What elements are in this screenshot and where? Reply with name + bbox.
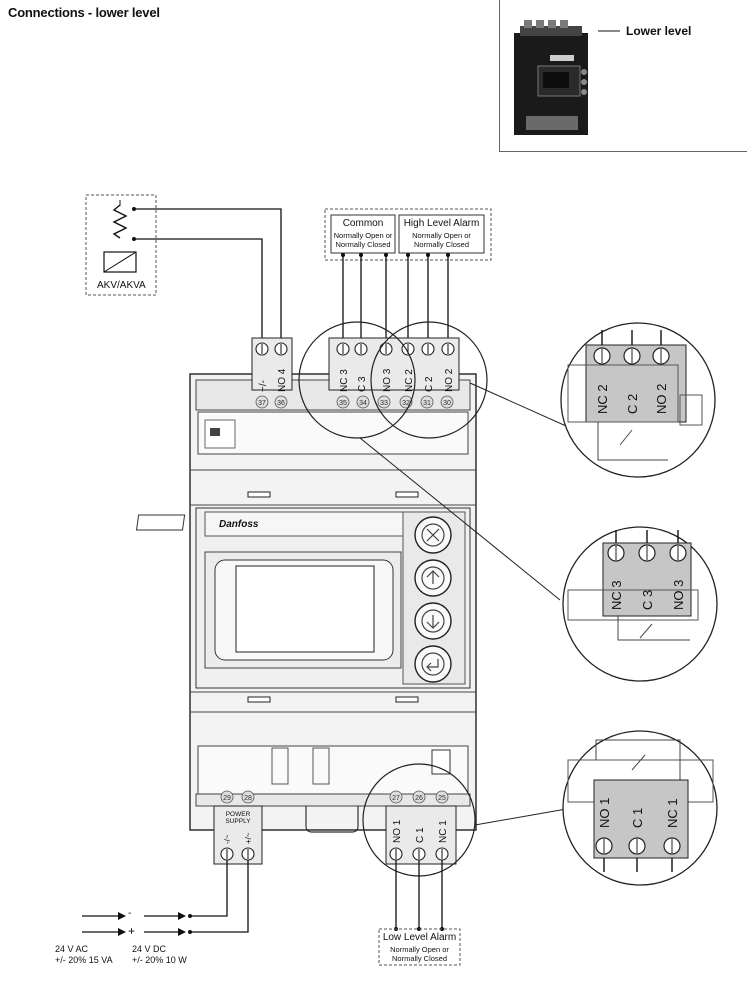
label-terminals_bottom-relay_numbers-1: 26 [415, 795, 423, 802]
label-terminals_top-numbers-5: 32 [402, 400, 410, 407]
low-alarm-line1: Normally Open or [390, 945, 449, 954]
supply-ac-line2: +/- 20% 15 VA [55, 955, 113, 965]
terminal-block-35-30 [328, 337, 460, 391]
photo-label: Lower level [626, 24, 692, 38]
label-terminals_top-numbers-2: 35 [339, 400, 347, 407]
label-terminals_top-labels-2: NC 3 [339, 369, 350, 392]
label-terminals_top-labels-3: C 3 [357, 376, 368, 392]
label-terminals_bottom-power_numbers-1: 28 [244, 795, 252, 802]
brand-logo [135, 514, 186, 531]
label-terminals_bottom-relay_labels-0: NO 1 [392, 819, 403, 843]
label-terminals_top-labels-4: NO 3 [382, 368, 393, 392]
supply-plus: + [128, 924, 136, 938]
supply-minus: - [128, 908, 132, 919]
label-zoom-nc3-0: NC 3 [609, 580, 624, 610]
label-terminals_bottom-relay_numbers-2: 25 [438, 795, 446, 802]
label-terminals_top-numbers-3: 34 [359, 400, 367, 407]
label-zoom-nc2-0: NC 2 [595, 384, 610, 414]
label-terminals_top-labels-6: C 2 [424, 376, 435, 392]
label-terminals_bottom-power_label_2: SUPPLY [225, 818, 251, 825]
label-zoom-no1-0: NO 1 [597, 798, 612, 828]
common-line2: Normally Closed [335, 240, 391, 249]
label-terminals_bottom-power_pins-1: +/~ [244, 832, 253, 844]
label-zoom-no1-2: NC 1 [665, 798, 680, 828]
low-alarm-group [378, 928, 461, 966]
label-terminals_bottom-relay_labels-1: C 1 [415, 827, 426, 843]
supply-dc-line1: 24 V DC [132, 944, 167, 954]
label-zoom-nc2-2: NO 2 [654, 384, 669, 414]
coil-icon [103, 251, 137, 273]
high-alarm-title: High Level Alarm [403, 218, 480, 229]
supply-dc-line2: +/- 20% 10 W [132, 955, 187, 965]
photo-inset [499, 0, 747, 152]
label-terminals_bottom-power_label_1: POWER [226, 811, 251, 818]
label-brand: Danfoss [219, 519, 259, 530]
label-terminals_top-labels-1: NO 4 [277, 368, 288, 392]
common-title: Common [342, 218, 384, 229]
enter-button [414, 645, 452, 683]
label-zoom-no1-1: C 1 [630, 808, 645, 828]
low-alarm-line2: Normally Closed [391, 954, 448, 963]
supply-ac-line1: 24 V AC [55, 944, 89, 954]
common-line1: Normally Open or [333, 231, 393, 240]
high-alarm-line2: Normally Closed [413, 240, 470, 249]
label-terminals_top-numbers-1: 36 [277, 400, 285, 407]
valve-label: AKV/AKVA [97, 280, 146, 291]
low-alarm-title: Low Level Alarm [382, 932, 457, 943]
label-terminals_top-labels-7: NO 2 [444, 368, 455, 392]
label-zoom-nc3-1: C 3 [640, 590, 655, 610]
resistor-icon [112, 204, 128, 239]
valve-box [85, 194, 157, 296]
label-terminals_bottom-relay_numbers-0: 27 [392, 795, 400, 802]
label-terminals_bottom-relay_labels-2: NC 1 [438, 820, 449, 843]
label-terminals_top-numbers-7: 30 [443, 400, 451, 407]
label-terminals_bottom-power_numbers-0: 29 [223, 795, 231, 802]
label-terminals_bottom-power_pins-0: -/~ [223, 834, 232, 844]
label-terminals_top-numbers-4: 33 [380, 400, 388, 407]
label-terminals_top-numbers-6: 31 [423, 400, 431, 407]
page-title: Connections - lower level [8, 5, 160, 20]
label-terminals_top-labels-5: NC 2 [404, 369, 415, 392]
label-zoom-nc3-2: NO 3 [671, 580, 686, 610]
label-terminals_top-numbers-0: 37 [258, 400, 266, 407]
label-zoom-nc2-1: C 2 [625, 394, 640, 414]
high-alarm-line1: Normally Open or [412, 231, 471, 240]
label-terminals_top-labels-0: ~/- [258, 380, 269, 392]
